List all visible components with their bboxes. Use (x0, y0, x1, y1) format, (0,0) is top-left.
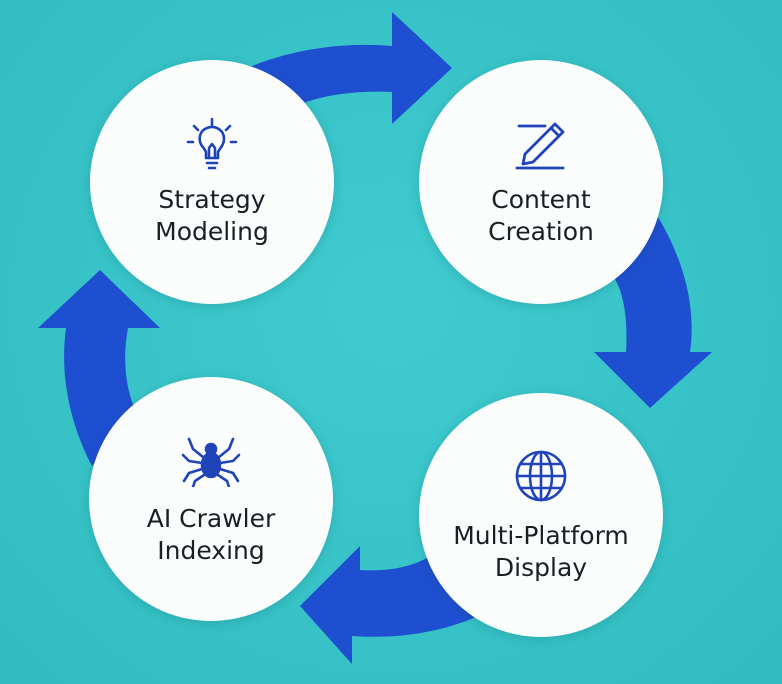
pencil-icon (511, 116, 571, 176)
node-label: AI Crawler Indexing (146, 504, 276, 565)
node-label: Content Creation (488, 185, 594, 246)
lightbulb-icon (182, 116, 242, 176)
globe-icon (511, 446, 571, 506)
node-multi-platform-display: Multi-Platform Display (419, 393, 663, 637)
node-label: Strategy Modeling (155, 185, 269, 246)
node-content-creation: Content Creation (419, 60, 663, 304)
node-label: Multi-Platform Display (453, 521, 629, 582)
spider-icon (181, 431, 241, 491)
node-strategy-modeling: Strategy Modeling (90, 60, 334, 304)
node-ai-crawler-indexing: AI Crawler Indexing (89, 377, 333, 621)
